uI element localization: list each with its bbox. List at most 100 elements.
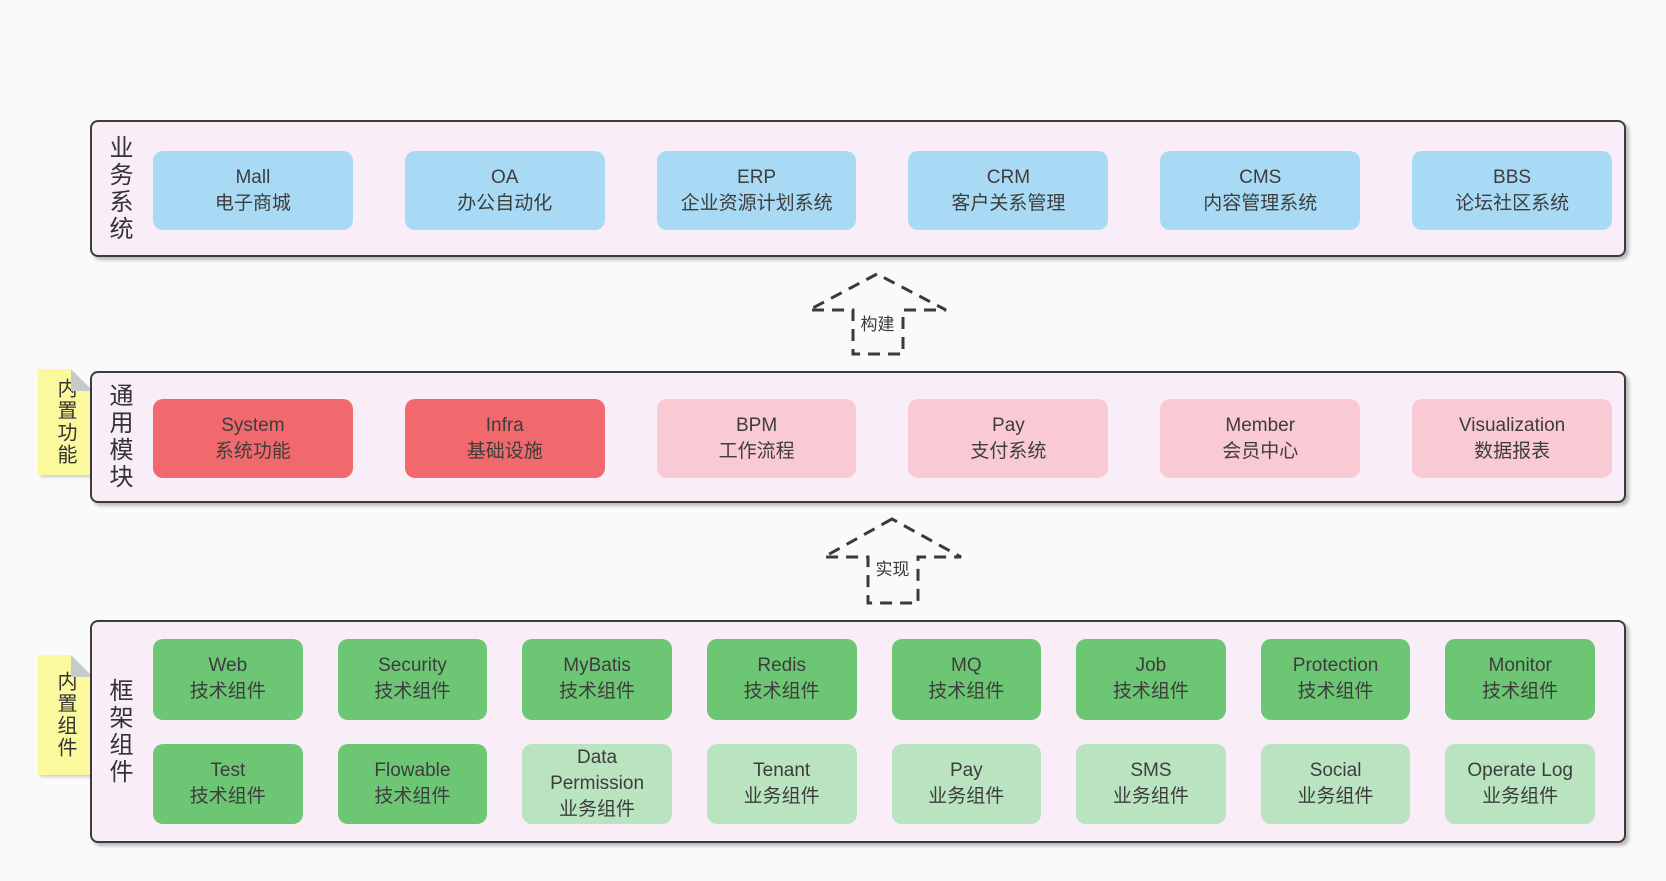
component-title: Tenant: [753, 759, 811, 781]
component-subtitle: 业务组件: [743, 785, 820, 807]
component-title: BPM: [735, 414, 778, 436]
section-label: 通用模块: [105, 383, 132, 491]
component-subtitle: 工作流程: [718, 440, 795, 462]
component-box: BBS 论坛社区系统: [1412, 151, 1612, 230]
component-box: Data Permission 业务组件: [522, 743, 672, 824]
component-box: Visualization 数据报表: [1412, 399, 1612, 478]
component-subtitle: 业务组件: [1112, 785, 1189, 807]
component-subtitle: 论坛社区系统: [1455, 192, 1570, 214]
component-box: Web 技术组件: [153, 639, 303, 720]
section-label: 业务系统: [105, 134, 132, 243]
component-subtitle: 技术组件: [1297, 681, 1374, 703]
component-subtitle: 支付系统: [970, 440, 1047, 462]
component-subtitle: 电子商城: [214, 192, 291, 214]
component-box: System 系统功能: [153, 399, 353, 478]
component-box: Social 业务组件: [1260, 743, 1411, 824]
component-subtitle: 企业资源计划系统: [680, 192, 833, 214]
component-title: Monitor: [1488, 655, 1552, 677]
component-subtitle: 业务组件: [1297, 785, 1374, 807]
component-title: SMS: [1130, 759, 1172, 781]
component-box: Tenant 业务组件: [706, 743, 857, 824]
section-common-modules: 通用模块 System 系统功能 Infra 基础设施 BPM 工作流程 Pay…: [90, 371, 1626, 503]
component-box: SMS 业务组件: [1076, 743, 1226, 824]
section-boxes: Web 技术组件 Security 技术组件 MyBatis 技术组件 Redi…: [153, 639, 1595, 824]
component-box: Security 技术组件: [337, 639, 488, 720]
component-subtitle: 技术组件: [374, 785, 451, 807]
section-business-systems: 业务系统 Mall 电子商城 OA 办公自动化 ERP 企业资源计划系统 CRM…: [90, 120, 1626, 257]
component-subtitle: 技术组件: [928, 681, 1005, 703]
component-title: Pay: [949, 759, 983, 781]
box-row: System 系统功能 Infra 基础设施 BPM 工作流程 Pay 支付系统…: [153, 399, 1612, 478]
component-subtitle: 办公自动化: [457, 192, 553, 214]
component-subtitle: 技术组件: [189, 681, 266, 703]
component-subtitle: 技术组件: [189, 785, 266, 807]
component-title: Security: [378, 655, 447, 677]
component-box: ERP 企业资源计划系统: [656, 151, 857, 230]
component-subtitle: 基础设施: [466, 440, 543, 462]
box-row: Test 技术组件 Flowable 技术组件 Data Permission …: [153, 743, 1595, 824]
component-subtitle: 技术组件: [1112, 681, 1189, 703]
component-box: Flowable 技术组件: [337, 743, 488, 824]
up-arrow-icon: [808, 272, 947, 356]
component-box: Pay 支付系统: [908, 399, 1109, 478]
component-box: Infra 基础设施: [404, 399, 605, 478]
component-title: Social: [1309, 759, 1362, 781]
component-box: Monitor 技术组件: [1445, 639, 1595, 720]
arrow-label: 构建: [854, 309, 901, 336]
component-title: Operate Log: [1467, 759, 1573, 781]
component-box: MyBatis 技术组件: [522, 639, 672, 720]
component-title: CMS: [1239, 166, 1282, 188]
component-title: Data Permission: [550, 746, 645, 794]
component-subtitle: 业务组件: [1482, 785, 1559, 807]
component-box: CRM 客户关系管理: [908, 151, 1109, 230]
component-subtitle: 数据报表: [1474, 440, 1551, 462]
component-subtitle: 客户关系管理: [951, 192, 1066, 214]
component-title: MyBatis: [563, 655, 631, 677]
section-label: 框架组件: [105, 677, 132, 786]
component-title: Protection: [1292, 655, 1379, 677]
component-box: Member 会员中心: [1160, 399, 1361, 478]
component-box: Mall 电子商城: [153, 151, 353, 230]
sticky-note-builtin-components: 内置组件: [38, 655, 93, 775]
section-boxes: Mall 电子商城 OA 办公自动化 ERP 企业资源计划系统 CRM 客户关系…: [153, 151, 1612, 230]
component-subtitle: 技术组件: [1482, 681, 1559, 703]
component-title: Job: [1135, 655, 1167, 677]
component-box: CMS 内容管理系统: [1160, 151, 1361, 230]
up-arrow-icon: [820, 517, 962, 605]
box-row: Mall 电子商城 OA 办公自动化 ERP 企业资源计划系统 CRM 客户关系…: [153, 151, 1612, 230]
component-subtitle: 业务组件: [928, 785, 1005, 807]
box-row: Web 技术组件 Security 技术组件 MyBatis 技术组件 Redi…: [153, 639, 1595, 720]
component-subtitle: 技术组件: [559, 681, 636, 703]
component-subtitle: 技术组件: [374, 681, 451, 703]
component-title: Web: [208, 655, 248, 677]
component-title: CRM: [986, 166, 1031, 188]
component-title: Member: [1225, 414, 1296, 436]
component-box: Protection 技术组件: [1260, 639, 1411, 720]
arrow-label: 实现: [869, 554, 916, 581]
component-title: Infra: [485, 414, 524, 436]
component-subtitle: 会员中心: [1222, 440, 1299, 462]
component-title: Pay: [992, 414, 1025, 436]
sticky-note-text: 内置功能: [54, 378, 76, 466]
component-box: Pay 业务组件: [891, 743, 1042, 824]
component-subtitle: 技术组件: [743, 681, 820, 703]
component-box: Operate Log 业务组件: [1445, 743, 1595, 824]
component-title: Redis: [757, 655, 806, 677]
component-box: Job 技术组件: [1076, 639, 1226, 720]
component-title: OA: [491, 166, 519, 188]
component-title: Flowable: [374, 759, 451, 781]
implement-arrow: 实现: [820, 516, 965, 606]
component-subtitle: 系统功能: [214, 440, 291, 462]
component-title: System: [221, 414, 285, 436]
build-arrow: 构建: [805, 271, 950, 357]
component-subtitle: 业务组件: [559, 798, 636, 820]
component-title: Mall: [235, 166, 271, 188]
component-box: BPM 工作流程: [656, 399, 857, 478]
sticky-note-builtin-features: 内置功能: [38, 369, 93, 475]
component-box: MQ 技术组件: [891, 639, 1042, 720]
component-box: OA 办公自动化: [404, 151, 605, 230]
component-title: Test: [210, 759, 246, 781]
component-subtitle: 内容管理系统: [1203, 192, 1318, 214]
component-title: MQ: [951, 655, 982, 677]
